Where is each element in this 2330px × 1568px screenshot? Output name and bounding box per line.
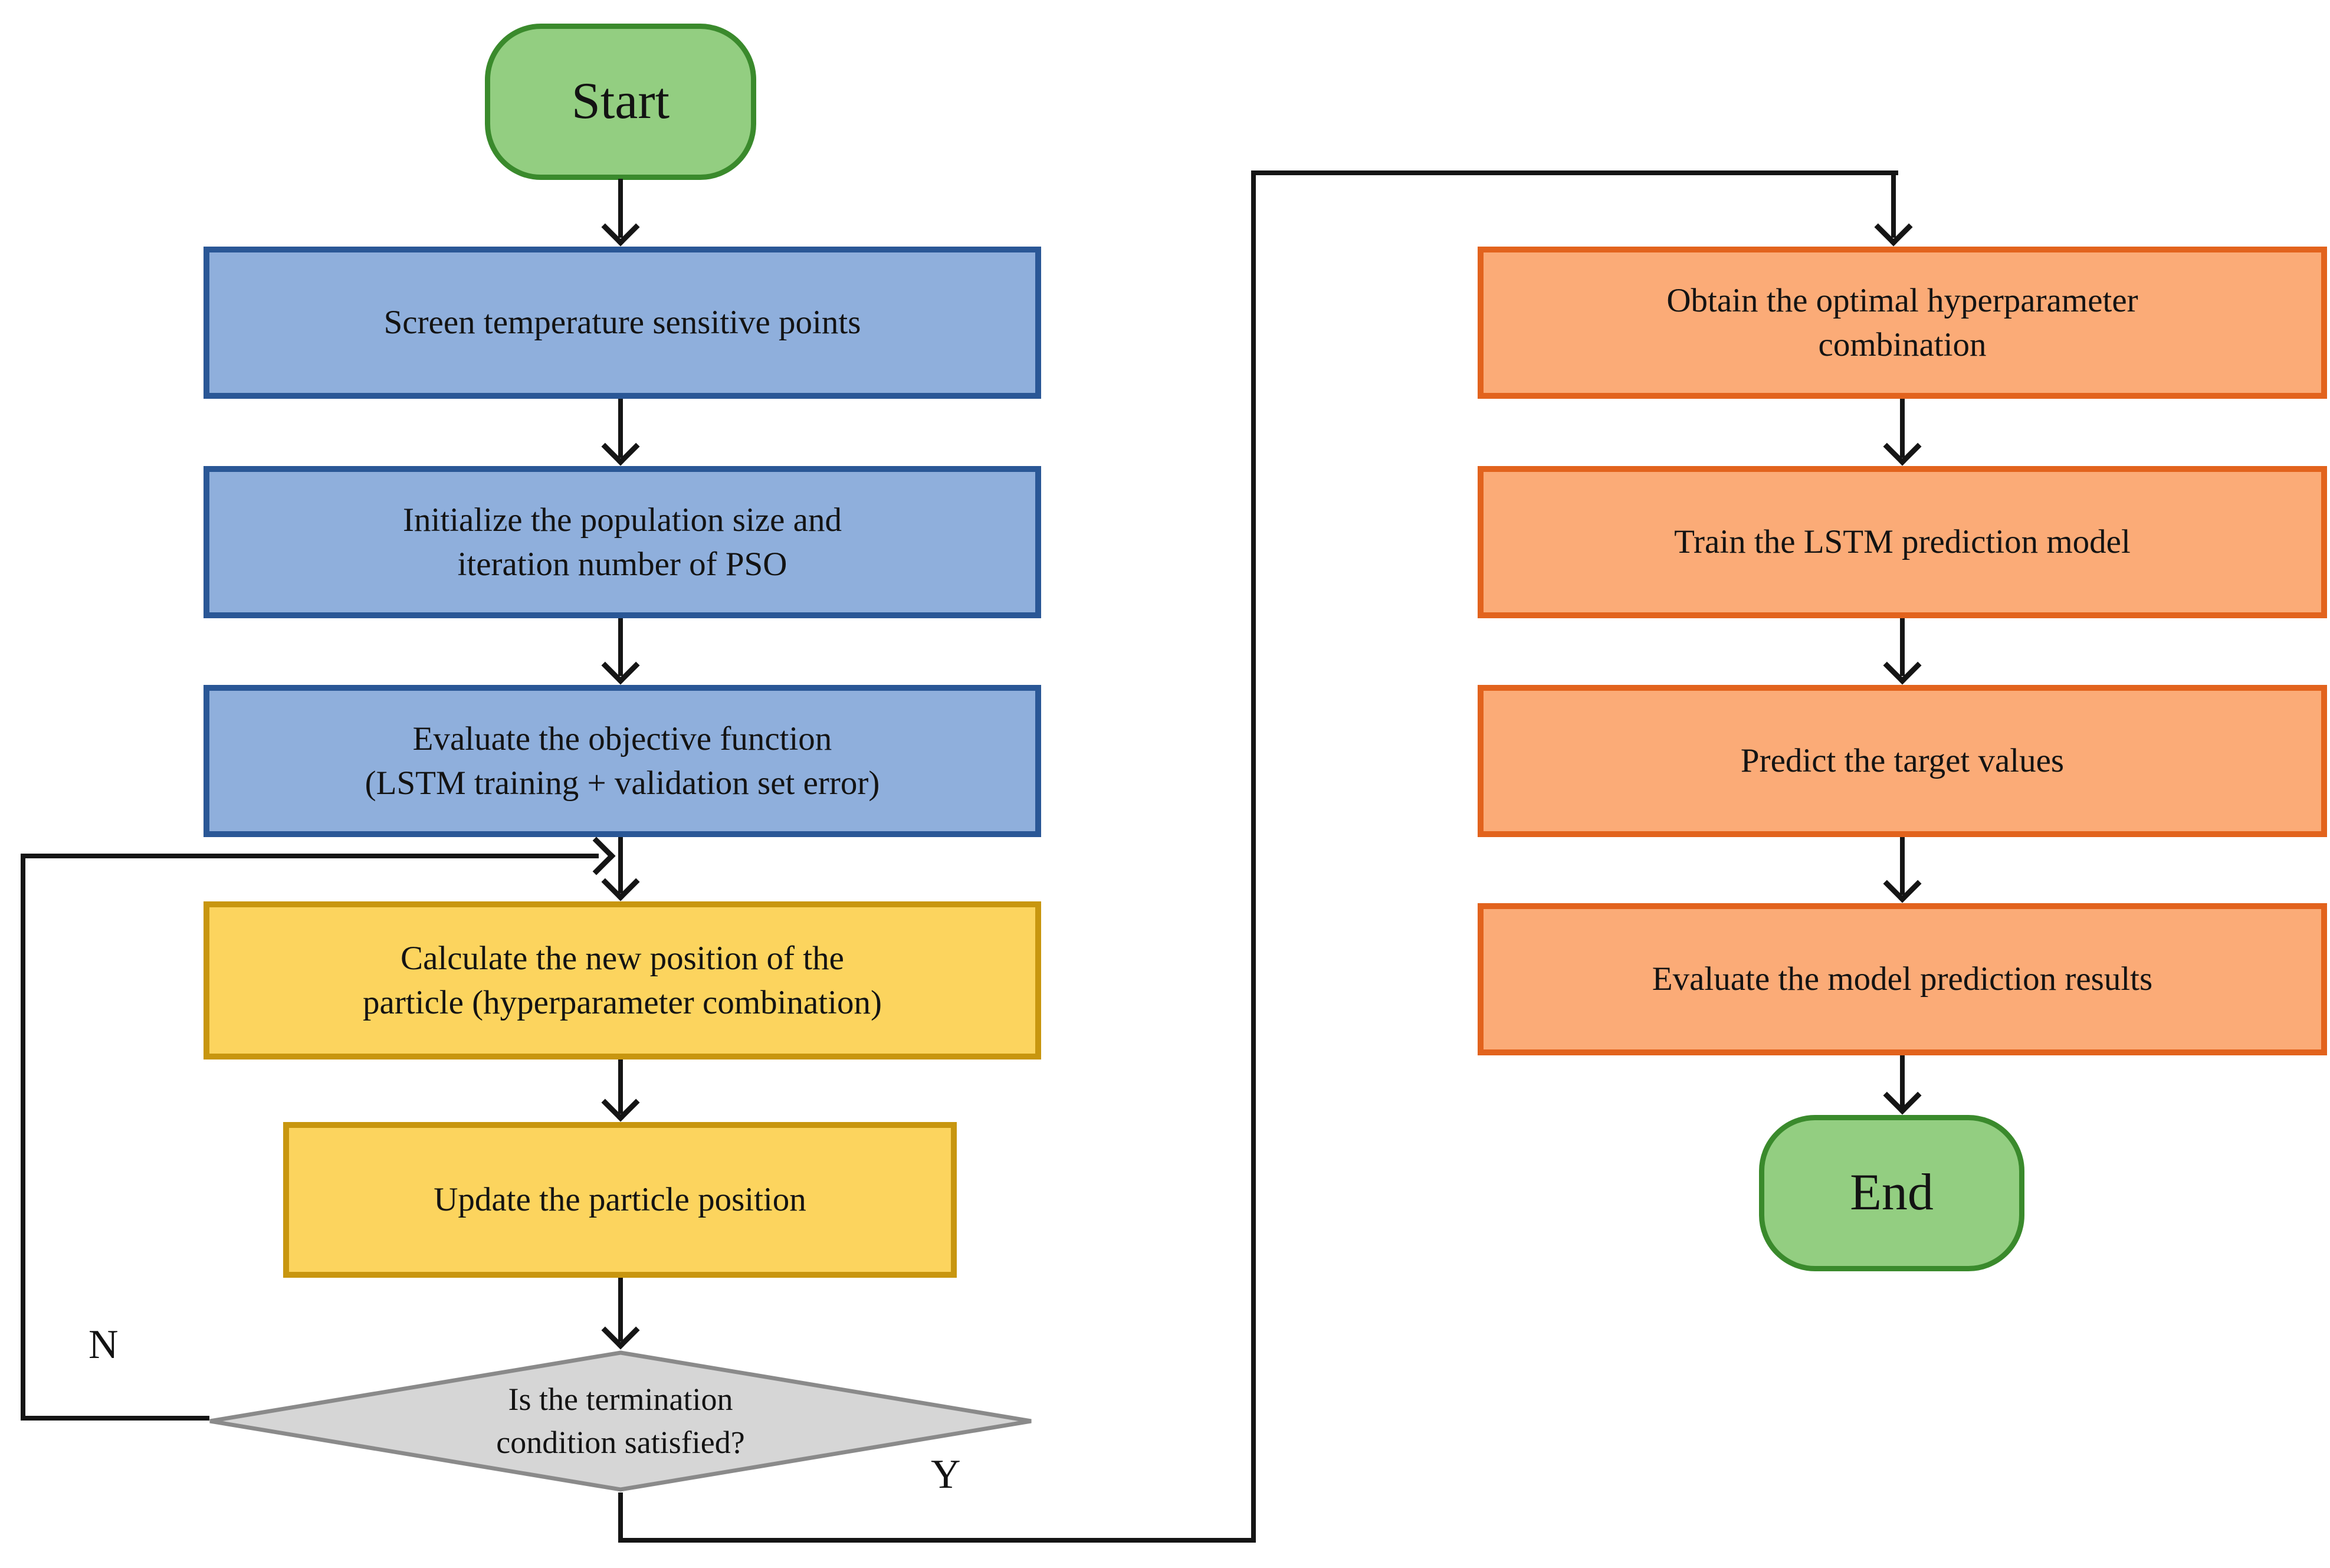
process-screen-points: Screen temperature sensitive points	[204, 247, 1041, 399]
edge-yes-bottom-horizontal	[618, 1538, 1256, 1543]
start-label: Start	[571, 73, 670, 130]
edge-no-horizontal-from-diamond	[21, 1416, 209, 1421]
edge-no-vertical	[21, 854, 25, 1421]
arrowhead-screen-to-init	[601, 427, 640, 466]
edge-label-yes: Y	[931, 1452, 961, 1497]
arrow-init-to-evaluate	[618, 618, 623, 676]
arrow-evaluate-to-calculate	[618, 837, 623, 893]
arrow-train-to-predict	[1900, 618, 1905, 676]
arrowhead-train-to-predict	[1883, 646, 1922, 685]
arrowhead-obtain-to-train	[1883, 427, 1922, 466]
arrowhead-yes-into-obtain	[1874, 208, 1913, 247]
arrow-predict-to-evaluate	[1900, 837, 1905, 895]
process-train-lstm-label: Train the LSTM prediction model	[1674, 523, 2131, 561]
arrow-calculate-to-update	[618, 1059, 623, 1114]
decision-line1: Is the termination	[508, 1382, 733, 1418]
decision-termination-text: Is the termination condition satisfied?	[206, 1350, 1035, 1492]
start-node: Start	[485, 24, 756, 180]
process-init-pso: Initialize the population size and itera…	[204, 466, 1041, 618]
edge-label-no: N	[88, 1322, 119, 1367]
process-calculate-position-line2: particle (hyperparameter combination)	[363, 984, 882, 1021]
process-predict-targets: Predict the target values	[1478, 685, 2327, 837]
process-evaluate-objective: Evaluate the objective function (LSTM tr…	[204, 685, 1041, 837]
end-label: End	[1850, 1164, 1934, 1222]
arrowhead-start-to-screen	[601, 208, 640, 247]
arrow-obtain-to-train	[1900, 399, 1905, 458]
process-calculate-position: Calculate the new position of the partic…	[204, 901, 1041, 1059]
arrow-evaluate-to-end	[1900, 1055, 1905, 1107]
arrowhead-calculate-to-update	[601, 1083, 640, 1122]
process-evaluate-objective-line2: (LSTM training + validation set error)	[365, 765, 880, 802]
process-obtain-optimal-line1: Obtain the optimal hyperparameter	[1666, 281, 2138, 319]
process-init-pso-line2: iteration number of PSO	[457, 546, 787, 583]
arrow-update-to-decision	[618, 1278, 623, 1341]
arrowhead-update-to-decision	[601, 1311, 640, 1350]
process-screen-points-label: Screen temperature sensitive points	[383, 304, 861, 342]
arrowhead-init-to-evaluate	[601, 646, 640, 685]
edge-yes-long-vertical	[1251, 170, 1256, 1543]
process-calculate-position-line1: Calculate the new position of the	[401, 939, 844, 977]
decision-line2: condition satisfied?	[496, 1425, 745, 1460]
edge-no-horizontal-to-axis	[21, 854, 599, 858]
edge-yes-top-horizontal	[1251, 170, 1898, 175]
decision-termination: Is the termination condition satisfied?	[206, 1350, 1035, 1492]
process-update-position: Update the particle position	[283, 1122, 957, 1278]
process-evaluate-results: Evaluate the model prediction results	[1478, 903, 2327, 1055]
arrow-start-to-screen	[618, 179, 623, 238]
edge-yes-entry-vertical	[1891, 173, 1896, 238]
arrowhead-no-into-axis	[577, 837, 616, 875]
process-obtain-optimal-line2: combination	[1818, 326, 1987, 363]
end-node: End	[1759, 1115, 2024, 1271]
process-init-pso-line1: Initialize the population size and	[403, 501, 842, 539]
process-update-position-label: Update the particle position	[434, 1181, 806, 1219]
decision-diamond-shape	[209, 1350, 1032, 1492]
process-train-lstm: Train the LSTM prediction model	[1478, 466, 2327, 618]
process-predict-targets-label: Predict the target values	[1740, 742, 2065, 780]
process-evaluate-results-label: Evaluate the model prediction results	[1652, 960, 2153, 998]
process-evaluate-objective-line1: Evaluate the objective function	[412, 720, 832, 757]
arrowhead-evaluate-to-end	[1883, 1076, 1922, 1115]
arrow-screen-to-init	[618, 399, 623, 458]
edge-yes-drop-from-diamond	[618, 1492, 623, 1543]
arrowhead-predict-to-evaluate	[1883, 864, 1922, 903]
arrowhead-evaluate-to-calculate	[601, 862, 640, 901]
process-obtain-optimal: Obtain the optimal hyperparameter combin…	[1478, 247, 2327, 399]
